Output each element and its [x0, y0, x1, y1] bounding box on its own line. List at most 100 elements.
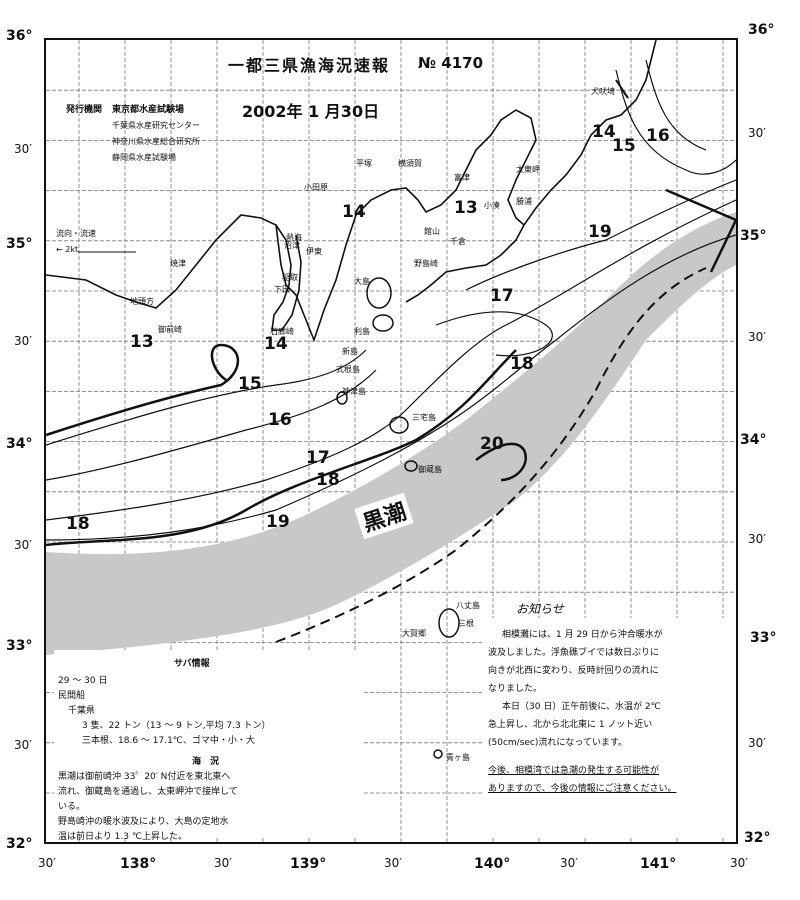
place-label: 青ヶ島	[446, 753, 470, 762]
issuer-tokyo: 東京都水産試験場	[112, 105, 185, 115]
place-label: 小湊	[484, 201, 500, 210]
lat-label: 34°	[740, 432, 767, 448]
place-label: 熱海	[286, 233, 302, 242]
issuer-label: 発行機関	[66, 105, 103, 115]
notice-line: 波及しました。浮魚礁ブイでは数日ぶりに	[488, 648, 660, 658]
isotherm-lines	[46, 59, 736, 541]
place-label: 千倉	[450, 237, 466, 246]
notice-line: 相模灘には、1 月 29 日から沖合暖水が	[502, 630, 663, 640]
lat-label: 30′	[14, 738, 32, 752]
kaikyo-body: 黒潮は御前崎沖 33゜20′ N付近を東北東へ 流れ、御蔵島を通過し、太東岬沖で…	[58, 770, 238, 845]
place-label: 御蔵島	[418, 465, 442, 474]
issuer-chiba: 千葉県水産研究センター	[112, 121, 200, 130]
island-aogashima	[433, 749, 443, 759]
place-label: 野島崎	[414, 259, 438, 268]
isotherm-label: 20	[480, 434, 504, 454]
saba-line: 29 ～ 30 日	[58, 676, 108, 686]
island-mikura	[404, 460, 418, 472]
notice-panel: 相模灘には、1 月 29 日から沖合暖水が 波及しました。浮魚礁ブイでは数日ぶり…	[484, 618, 736, 836]
isotherm-label: 16	[646, 126, 670, 146]
isotherm-label: 14	[592, 122, 616, 142]
lon-label: 138°	[120, 856, 157, 872]
place-label: 館山	[424, 227, 440, 236]
notice-line: 向きが北西に変わり、反時計回りの流れに	[488, 666, 659, 676]
place-label: 大島	[354, 277, 370, 286]
notice-body: 相模灘には、1 月 29 日から沖合暖水が 波及しました。浮魚礁ブイでは数日ぶり…	[488, 626, 676, 798]
saba-info-panel: サバ情報 29 ～ 30 日 民間船 千葉県 3 隻、22 トン（13 ～ 9 …	[54, 650, 364, 842]
lat-label: 36°	[6, 28, 33, 44]
island-oshima	[366, 277, 392, 309]
lat-label: 32°	[744, 830, 771, 846]
isotherm-label: 17	[306, 448, 330, 468]
isotherm-label: 19	[588, 222, 612, 242]
lon-label: 30′	[214, 856, 232, 870]
issuer-kanagawa: 神奈川県水産総合研究所	[112, 137, 200, 146]
kaikyo-line: 流れ、御蔵島を通過し、太東岬沖で接岸して	[58, 787, 238, 797]
isotherm-label: 13	[130, 332, 154, 352]
saba-line: 3 隻、22 トン（13 ～ 9 トン,平均 7.3 トン）	[82, 721, 271, 731]
notice-line: ありますので、今後の情報にご注意ください。	[488, 784, 677, 794]
lat-label: 35°	[740, 228, 767, 244]
place-label: 沼津	[284, 241, 300, 250]
isotherm-label: 14	[342, 202, 366, 222]
notice-heading: お知らせ	[516, 602, 564, 616]
isotherm-label: 18	[510, 354, 534, 374]
lat-label: 30′	[748, 330, 766, 344]
kaikyo-line: 温は前日より 1.3 ℃上昇した。	[58, 832, 187, 842]
current-legend-label: 流向・流速	[56, 229, 96, 238]
isotherm-label: 15	[612, 136, 636, 156]
place-label: 太東岬	[516, 165, 540, 174]
island-toshima	[372, 314, 394, 332]
place-label: 富津	[454, 173, 470, 182]
notice-line: (50cm/sec)流れになっています。	[488, 738, 628, 748]
lon-label: 139°	[290, 856, 327, 872]
coastline-izu	[271, 224, 302, 331]
saba-body: 29 ～ 30 日 民間船 千葉県 3 隻、22 トン（13 ～ 9 トン,平均…	[58, 674, 271, 749]
place-label: 石廊崎	[270, 327, 294, 336]
islands	[336, 277, 460, 759]
saba-line: 三本根、18.6 ～ 17.1℃、ゴマ中・小・大	[82, 736, 255, 746]
place-label: 伊東	[306, 247, 322, 256]
lon-label: 30′	[730, 856, 748, 870]
isotherm-label: 19	[266, 512, 290, 532]
lon-label: 140°	[474, 856, 511, 872]
lat-label: 30′	[14, 334, 32, 348]
place-label: 三宅島	[412, 413, 436, 422]
lat-label: 30′	[748, 532, 766, 546]
lat-label: 33°	[6, 638, 33, 654]
place-label: 下田	[274, 285, 290, 294]
place-label: 平塚	[356, 159, 372, 168]
kuroshio-band	[46, 212, 736, 655]
place-label: 式根島	[336, 365, 360, 374]
lat-label: 30′	[748, 736, 766, 750]
island-hachijo	[438, 608, 460, 638]
map-title: 一都三県漁海況速報	[228, 56, 391, 75]
saba-line: 民間船	[58, 691, 86, 701]
isotherm-15-bold	[46, 349, 517, 547]
lat-label: 32°	[6, 836, 33, 852]
place-label: 御前崎	[158, 325, 182, 334]
kaikyo-heading: 海 況	[192, 757, 220, 767]
isotherm-label: 15	[238, 374, 262, 394]
place-label: 新島	[342, 347, 358, 356]
notice-line: 急上昇し、北から北北東に 1 ノット近い	[488, 720, 653, 730]
island-miyake	[389, 416, 409, 434]
issue-number: № 4170	[418, 54, 484, 72]
isotherm-label: 16	[268, 410, 292, 430]
place-label: 八丈島	[456, 601, 480, 610]
lat-label: 30′	[748, 126, 766, 140]
kuroshio-south-edge	[275, 267, 707, 643]
place-label: 稲取	[282, 273, 298, 282]
place-label: 横須賀	[398, 159, 422, 168]
lon-label: 141°	[640, 856, 677, 872]
island-kozushima	[336, 391, 348, 405]
lat-label: 35°	[6, 236, 33, 252]
lat-label: 30′	[14, 142, 32, 156]
isotherm-label: 14	[264, 334, 288, 354]
isotherm-label: 13	[454, 198, 478, 218]
place-label: 犬吠埼	[591, 87, 615, 96]
notice-line: なりました。	[488, 684, 543, 694]
place-label: 小田原	[304, 183, 328, 192]
place-label: 勝浦	[516, 197, 532, 206]
place-label: 焼津	[170, 259, 186, 268]
